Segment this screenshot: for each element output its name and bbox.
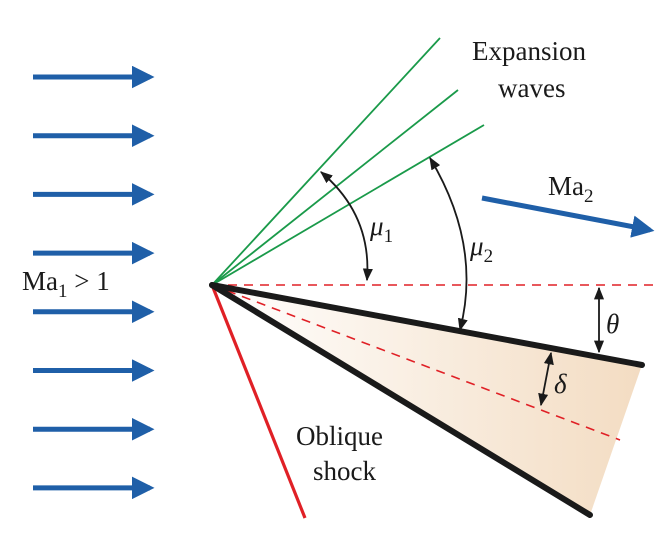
mu1-label: μ1 [369,211,393,247]
delta-label: δ [554,369,567,399]
downstream-flow-arrow [481,195,655,238]
wedge-centerline-dashed [211,284,621,441]
mu2-label: μ2 [469,231,493,267]
expansion-wave-line-1 [211,37,441,286]
wedge-lower-surface [209,282,593,518]
mu1-angle-arc [320,171,373,282]
expansion-wave-line-3 [211,124,485,286]
mu2-angle-arc [429,156,468,332]
ma2-label: Ma2 [548,171,594,207]
expansion-wave-line-2 [211,89,459,286]
oblique-shock-line [210,284,307,519]
expansion-fan [211,37,485,286]
ma1-label: Ma1 > 1 [22,266,110,302]
wedge-upper-surface [209,282,645,368]
expansion-label-line1: Expansion [472,36,586,66]
theta-label: θ [606,309,619,339]
incoming-flow-arrows [33,65,155,500]
oblique-shock-label-line1: Oblique [296,421,383,451]
delta-angle-arrow [538,351,554,407]
expansion-label-line2: waves [498,73,565,103]
oblique-shock-label-line2: shock [313,456,376,486]
wedge-body [212,285,642,515]
